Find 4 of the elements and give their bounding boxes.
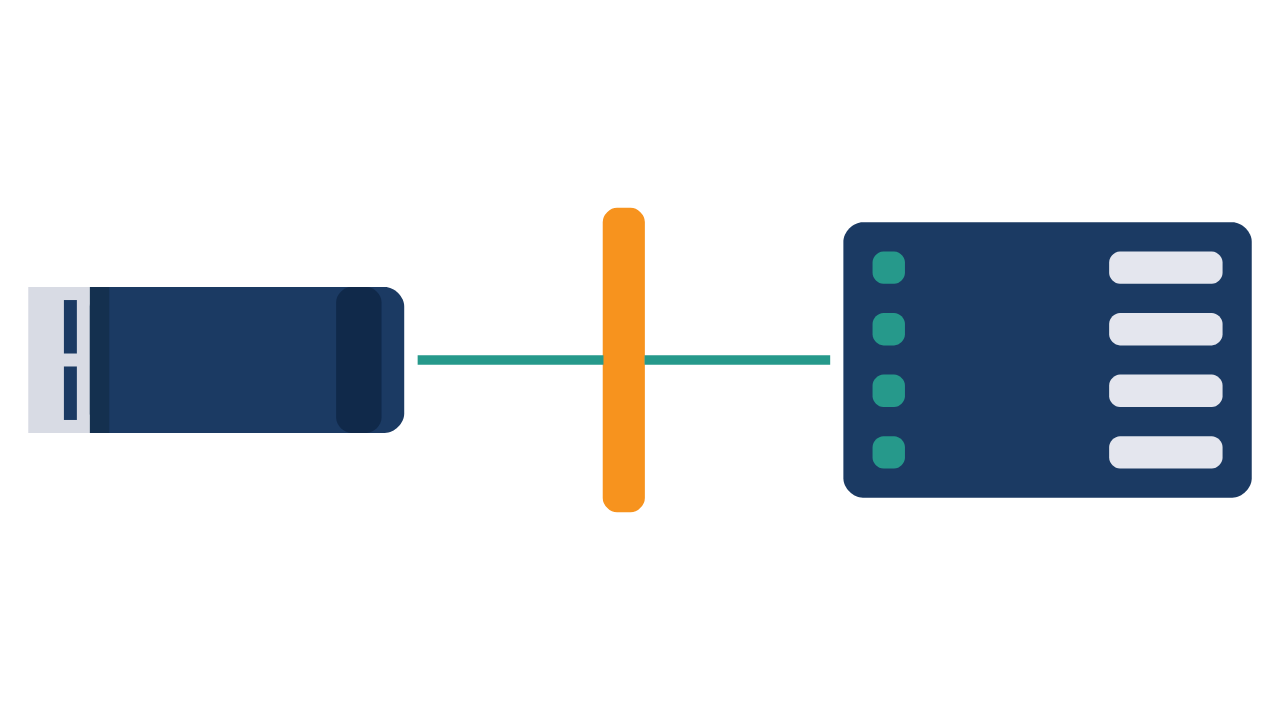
connector [644,355,831,365]
node-picture [843,222,1252,498]
node-bar [602,207,645,513]
connector [417,355,604,365]
